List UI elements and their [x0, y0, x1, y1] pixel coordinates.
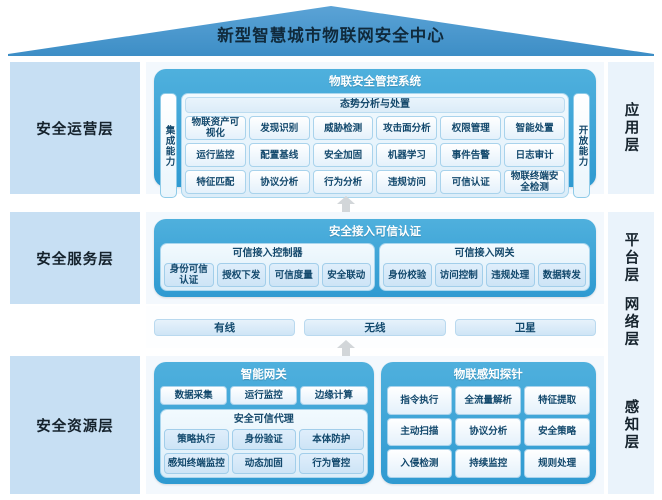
gateway-cell[interactable]: 违规处理	[486, 263, 535, 287]
capability-cell[interactable]: 智能处置	[504, 116, 565, 140]
integration-capability-capsule[interactable]: 集成能力	[160, 93, 177, 198]
controller-cell-grid: 身份可信认证 授权下发 可信度量 安全联动	[164, 263, 372, 287]
right-layer-strip-application: 应用层	[608, 62, 654, 194]
security-agent-cell[interactable]: 策略执行	[164, 429, 229, 450]
probe-cell[interactable]: 全流量解析	[455, 386, 522, 415]
layer-service: 安全服务层 安全接入可信认证 可信接入控制器 身份可信认证 授权下发 可信度量 …	[0, 212, 662, 304]
gateway-function-cell[interactable]: 数据采集	[160, 386, 228, 405]
network-media-cell[interactable]: 无线	[304, 318, 446, 336]
up-arrow-icon	[335, 196, 357, 212]
capability-cell[interactable]: 物联终端安全检测	[504, 170, 565, 194]
capability-cell[interactable]: 安全加固	[312, 143, 374, 167]
panel-title-service: 安全接入可信认证	[329, 226, 421, 238]
layer-name-perception: 感知层	[622, 398, 639, 452]
group-title-controller: 可信接入控制器	[232, 248, 303, 259]
layer-network: 有线 无线 卫星	[0, 306, 662, 348]
capability-cell[interactable]: 协议分析	[248, 170, 310, 194]
layer-resource: 安全资源层 智能网关 数据采集 运行监控 边缘计算 安全可信代理	[0, 356, 662, 494]
gateway-cell[interactable]: 访问控制	[434, 263, 484, 287]
layer-operation: 安全运营层 物联安全管控系统 集成能力 态势分析与处置 物联资产可视化 发现识别…	[0, 62, 662, 198]
capability-cell[interactable]: 攻击面分析	[376, 116, 438, 140]
open-capability-label: 开放能力	[576, 124, 588, 167]
operation-capability-grid: 物联资产可视化 发现识别 威胁检测 攻击面分析 权限管理 智能处置 运行监控 配…	[185, 116, 565, 194]
security-trusted-agent-group: 安全可信代理 策略执行 身份验证 本体防护 感知终端监控 动态加固 行为管控	[160, 409, 368, 478]
open-capability-capsule[interactable]: 开放能力	[573, 93, 590, 198]
probe-cell[interactable]: 协议分析	[455, 417, 522, 447]
layer-label-network	[10, 306, 140, 348]
network-media-bar: 有线 无线 卫星	[154, 318, 596, 336]
layer-label-resource: 安全资源层	[10, 356, 140, 494]
probe-cell[interactable]: 主动扫描	[386, 417, 453, 447]
gateway-cell-grid: 身份校验 访问控制 违规处理 数据转发	[383, 263, 586, 287]
panel-title-intelligent-gateway: 智能网关	[240, 369, 287, 381]
integration-capability-label: 集成能力	[163, 124, 175, 167]
panel-title-perception-probe: 物联感知探针	[453, 369, 523, 381]
probe-cell[interactable]: 入侵检测	[386, 449, 453, 478]
network-media-cell[interactable]: 卫星	[454, 318, 596, 336]
layer-name-network: 网络层	[622, 295, 639, 349]
iot-security-control-system-panel: 物联安全管控系统 集成能力 态势分析与处置 物联资产可视化 发现识别 威胁检测 …	[154, 69, 596, 198]
capability-cell[interactable]: 配置基线	[248, 143, 310, 167]
probe-cell[interactable]: 规则处理	[524, 449, 590, 478]
capability-cell[interactable]: 权限管理	[440, 116, 502, 140]
security-agent-cell[interactable]: 身份验证	[231, 429, 297, 450]
layer-name-application: 应用层	[622, 101, 639, 155]
secure-access-trusted-auth-panel: 安全接入可信认证 可信接入控制器 身份可信认证 授权下发 可信度量 安全联动 可…	[154, 219, 596, 297]
capability-cell[interactable]: 运行监控	[185, 143, 246, 167]
capability-cell[interactable]: 机器学习	[376, 143, 438, 167]
network-media-cell[interactable]: 有线	[154, 318, 296, 336]
capability-cell[interactable]: 发现识别	[248, 116, 310, 140]
gateway-function-cell[interactable]: 运行监控	[230, 386, 298, 405]
trusted-access-controller-group: 可信接入控制器 身份可信认证 授权下发 可信度量 安全联动	[160, 243, 376, 291]
capability-cell[interactable]: 威胁检测	[312, 116, 374, 140]
group-title-situation: 态势分析与处置	[185, 97, 565, 113]
page-title: 新型智慧城市物联网安全中心	[217, 27, 445, 45]
situation-analysis-group: 态势分析与处置 物联资产可视化 发现识别 威胁检测 攻击面分析 权限管理 智能处…	[181, 93, 569, 198]
panel-title-operation: 物联安全管控系统	[329, 76, 421, 88]
security-agent-cell[interactable]: 行为管控	[299, 453, 364, 474]
network-content-zone: 有线 无线 卫星	[146, 306, 604, 348]
layer-name-platform: 平台层	[622, 231, 639, 285]
group-title-gateway: 可信接入网关	[454, 248, 515, 259]
layer-label-service: 安全服务层	[10, 212, 140, 304]
probe-cell[interactable]: 安全策略	[524, 417, 590, 447]
iot-perception-probe-panel: 物联感知探针 指令执行 全流量解析 特征提取 主动扫描 协议分析 安全策略 入侵…	[380, 362, 596, 484]
operation-content-zone: 物联安全管控系统 集成能力 态势分析与处置 物联资产可视化 发现识别 威胁检测 …	[146, 62, 604, 198]
roof-banner	[0, 4, 662, 56]
trusted-access-gateway-group: 可信接入网关 身份校验 访问控制 违规处理 数据转发	[379, 243, 590, 291]
probe-cell[interactable]: 持续监控	[455, 449, 522, 478]
capability-cell[interactable]: 日志审计	[504, 143, 565, 167]
probe-cell[interactable]: 特征提取	[524, 386, 590, 415]
controller-cell[interactable]: 授权下发	[216, 263, 267, 287]
gateway-function-cell[interactable]: 边缘计算	[300, 386, 368, 405]
gateway-cell[interactable]: 身份校验	[383, 263, 432, 287]
intelligent-gateway-panel: 智能网关 数据采集 运行监控 边缘计算 安全可信代理 策略执行 身份验证	[154, 362, 374, 484]
group-title-security-agent: 安全可信代理	[233, 414, 294, 425]
security-agent-cell[interactable]: 本体防护	[299, 429, 364, 450]
perception-probe-grid: 指令执行 全流量解析 特征提取 主动扫描 协议分析 安全策略 入侵检测 持续监控…	[386, 386, 590, 478]
controller-cell[interactable]: 身份可信认证	[164, 263, 214, 287]
right-layer-strip-network: 网络层	[608, 286, 654, 358]
gateway-cell[interactable]: 数据转发	[537, 263, 586, 287]
capability-cell[interactable]: 物联资产可视化	[185, 116, 246, 140]
gateway-function-grid: 数据采集 运行监控 边缘计算	[160, 386, 368, 405]
security-agent-grid: 策略执行 身份验证 本体防护 感知终端监控 动态加固 行为管控	[164, 429, 364, 474]
layer-label-operation: 安全运营层	[10, 62, 140, 194]
capability-cell[interactable]: 行为分析	[312, 170, 374, 194]
controller-cell[interactable]: 可信度量	[269, 263, 319, 287]
capability-cell[interactable]: 特征匹配	[185, 170, 246, 194]
security-agent-cell[interactable]: 动态加固	[231, 453, 297, 474]
probe-cell[interactable]: 指令执行	[386, 386, 453, 415]
service-content-zone: 安全接入可信认证 可信接入控制器 身份可信认证 授权下发 可信度量 安全联动 可…	[146, 212, 604, 304]
security-agent-cell[interactable]: 感知终端监控	[164, 453, 229, 474]
controller-cell[interactable]: 安全联动	[321, 263, 372, 287]
capability-cell[interactable]: 违规访问	[376, 170, 438, 194]
capability-cell[interactable]: 事件告警	[440, 143, 502, 167]
right-layer-strip-perception: 感知层	[608, 356, 654, 494]
capability-cell[interactable]: 可信认证	[440, 170, 502, 194]
up-arrow-icon	[335, 340, 357, 356]
resource-content-zone: 智能网关 数据采集 运行监控 边缘计算 安全可信代理 策略执行 身份验证	[146, 356, 604, 494]
